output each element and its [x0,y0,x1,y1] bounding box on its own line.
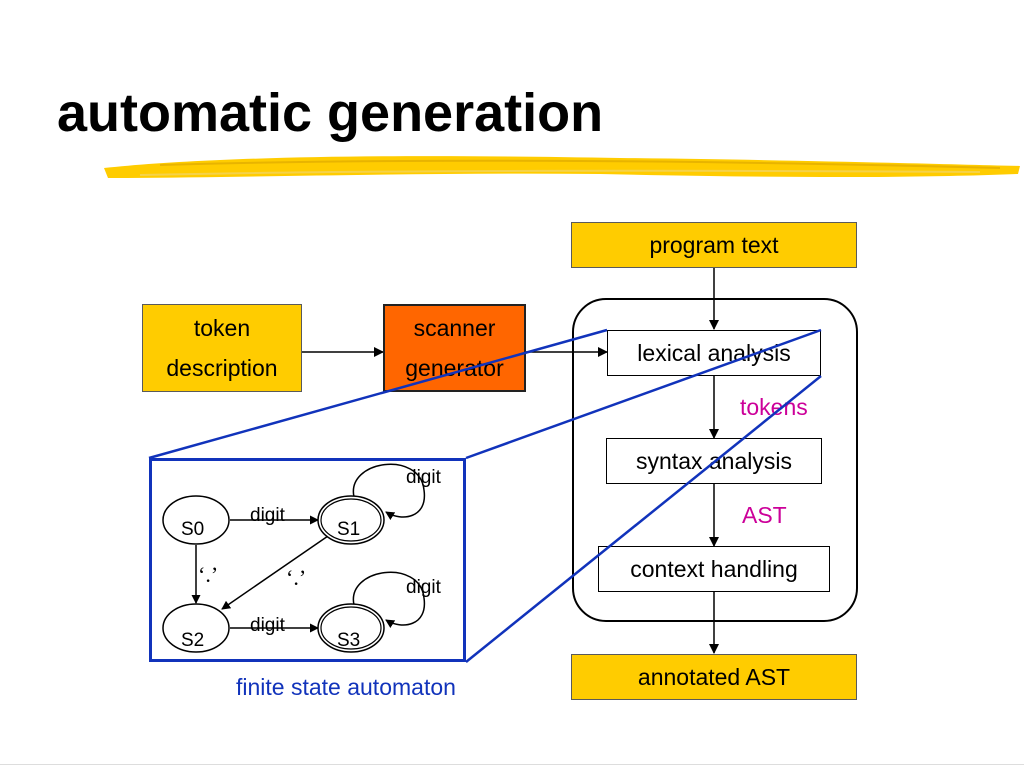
token-description-line1: token [193,315,251,341]
fsm-state-s1-label: S1 [337,519,361,540]
footer-rule [0,764,1024,765]
program-text-label: program text [649,232,779,258]
ast-label: AST [742,502,787,528]
slide-title: automatic generation [57,83,604,143]
annotated-ast-label: annotated AST [637,664,791,690]
context-handling-box: context handling [598,546,830,592]
fsm-label-s3-loop: digit [406,577,441,598]
scanner-generator-box: scanner generator [383,304,526,392]
fsm-label-s2-s3: digit [250,615,285,636]
fsm-label-s1-s2: ‘.’ [286,565,307,590]
fsm-label-s0-s1: digit [250,505,285,526]
syntax-analysis-box: syntax analysis [606,438,822,484]
token-description-line2: description [166,355,278,381]
context-handling-label: context handling [630,556,798,582]
tokens-label: tokens [740,394,808,420]
fsm-caption: finite state automaton [236,674,456,700]
fsm-label-s1-loop: digit [406,467,441,488]
fsm-label-s0-s2: ‘.’ [198,562,219,587]
title-underline-brush [104,156,1020,178]
scanner-generator-line1: scanner [413,315,496,341]
lexical-analysis-label: lexical analysis [637,340,791,366]
syntax-analysis-label: syntax analysis [636,448,792,474]
scanner-generator-line2: generator [405,355,504,381]
annotated-ast-box: annotated AST [571,654,857,700]
program-text-box: program text [571,222,857,268]
fsm-state-s0-label: S0 [181,519,205,540]
lexical-analysis-box: lexical analysis [607,330,821,376]
fsm-state-s2-label: S2 [181,630,205,651]
token-description-box: token description [142,304,302,392]
fsm-state-s3-label: S3 [337,630,361,651]
